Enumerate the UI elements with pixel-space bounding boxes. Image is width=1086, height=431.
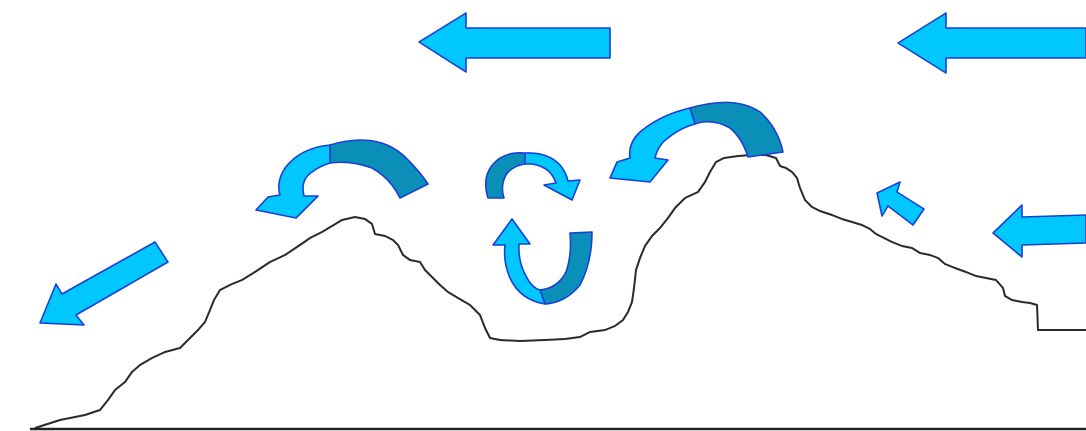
rotor-eddy-valley-bottom — [493, 219, 592, 304]
rotor-arrow-left-peak-shade — [330, 140, 428, 198]
wind-arrow-far-left — [40, 242, 168, 325]
rotor-eddy-valley-bottom-front — [493, 219, 545, 304]
wind-arrow-right-low — [993, 205, 1086, 257]
rotor-arrow-left-peak — [256, 140, 428, 218]
rotor-eddy-valley-top-shade — [486, 153, 525, 198]
wind-arrow-top-right — [898, 13, 1086, 73]
rotor-arrow-right-peak-shade — [690, 102, 783, 157]
rotor-arrow-right-peak — [610, 102, 783, 182]
small-arrow-ridge — [877, 182, 924, 225]
rotor-arrow-left-peak-front — [256, 145, 330, 218]
rotor-eddy-valley-bottom-shade — [540, 232, 592, 304]
rotor-arrow-right-peak-front — [610, 108, 695, 182]
rotor-eddy-valley-top-front — [525, 153, 580, 200]
wind-arrow-top-center — [419, 13, 610, 72]
rotor-eddy-valley-top — [486, 153, 580, 200]
